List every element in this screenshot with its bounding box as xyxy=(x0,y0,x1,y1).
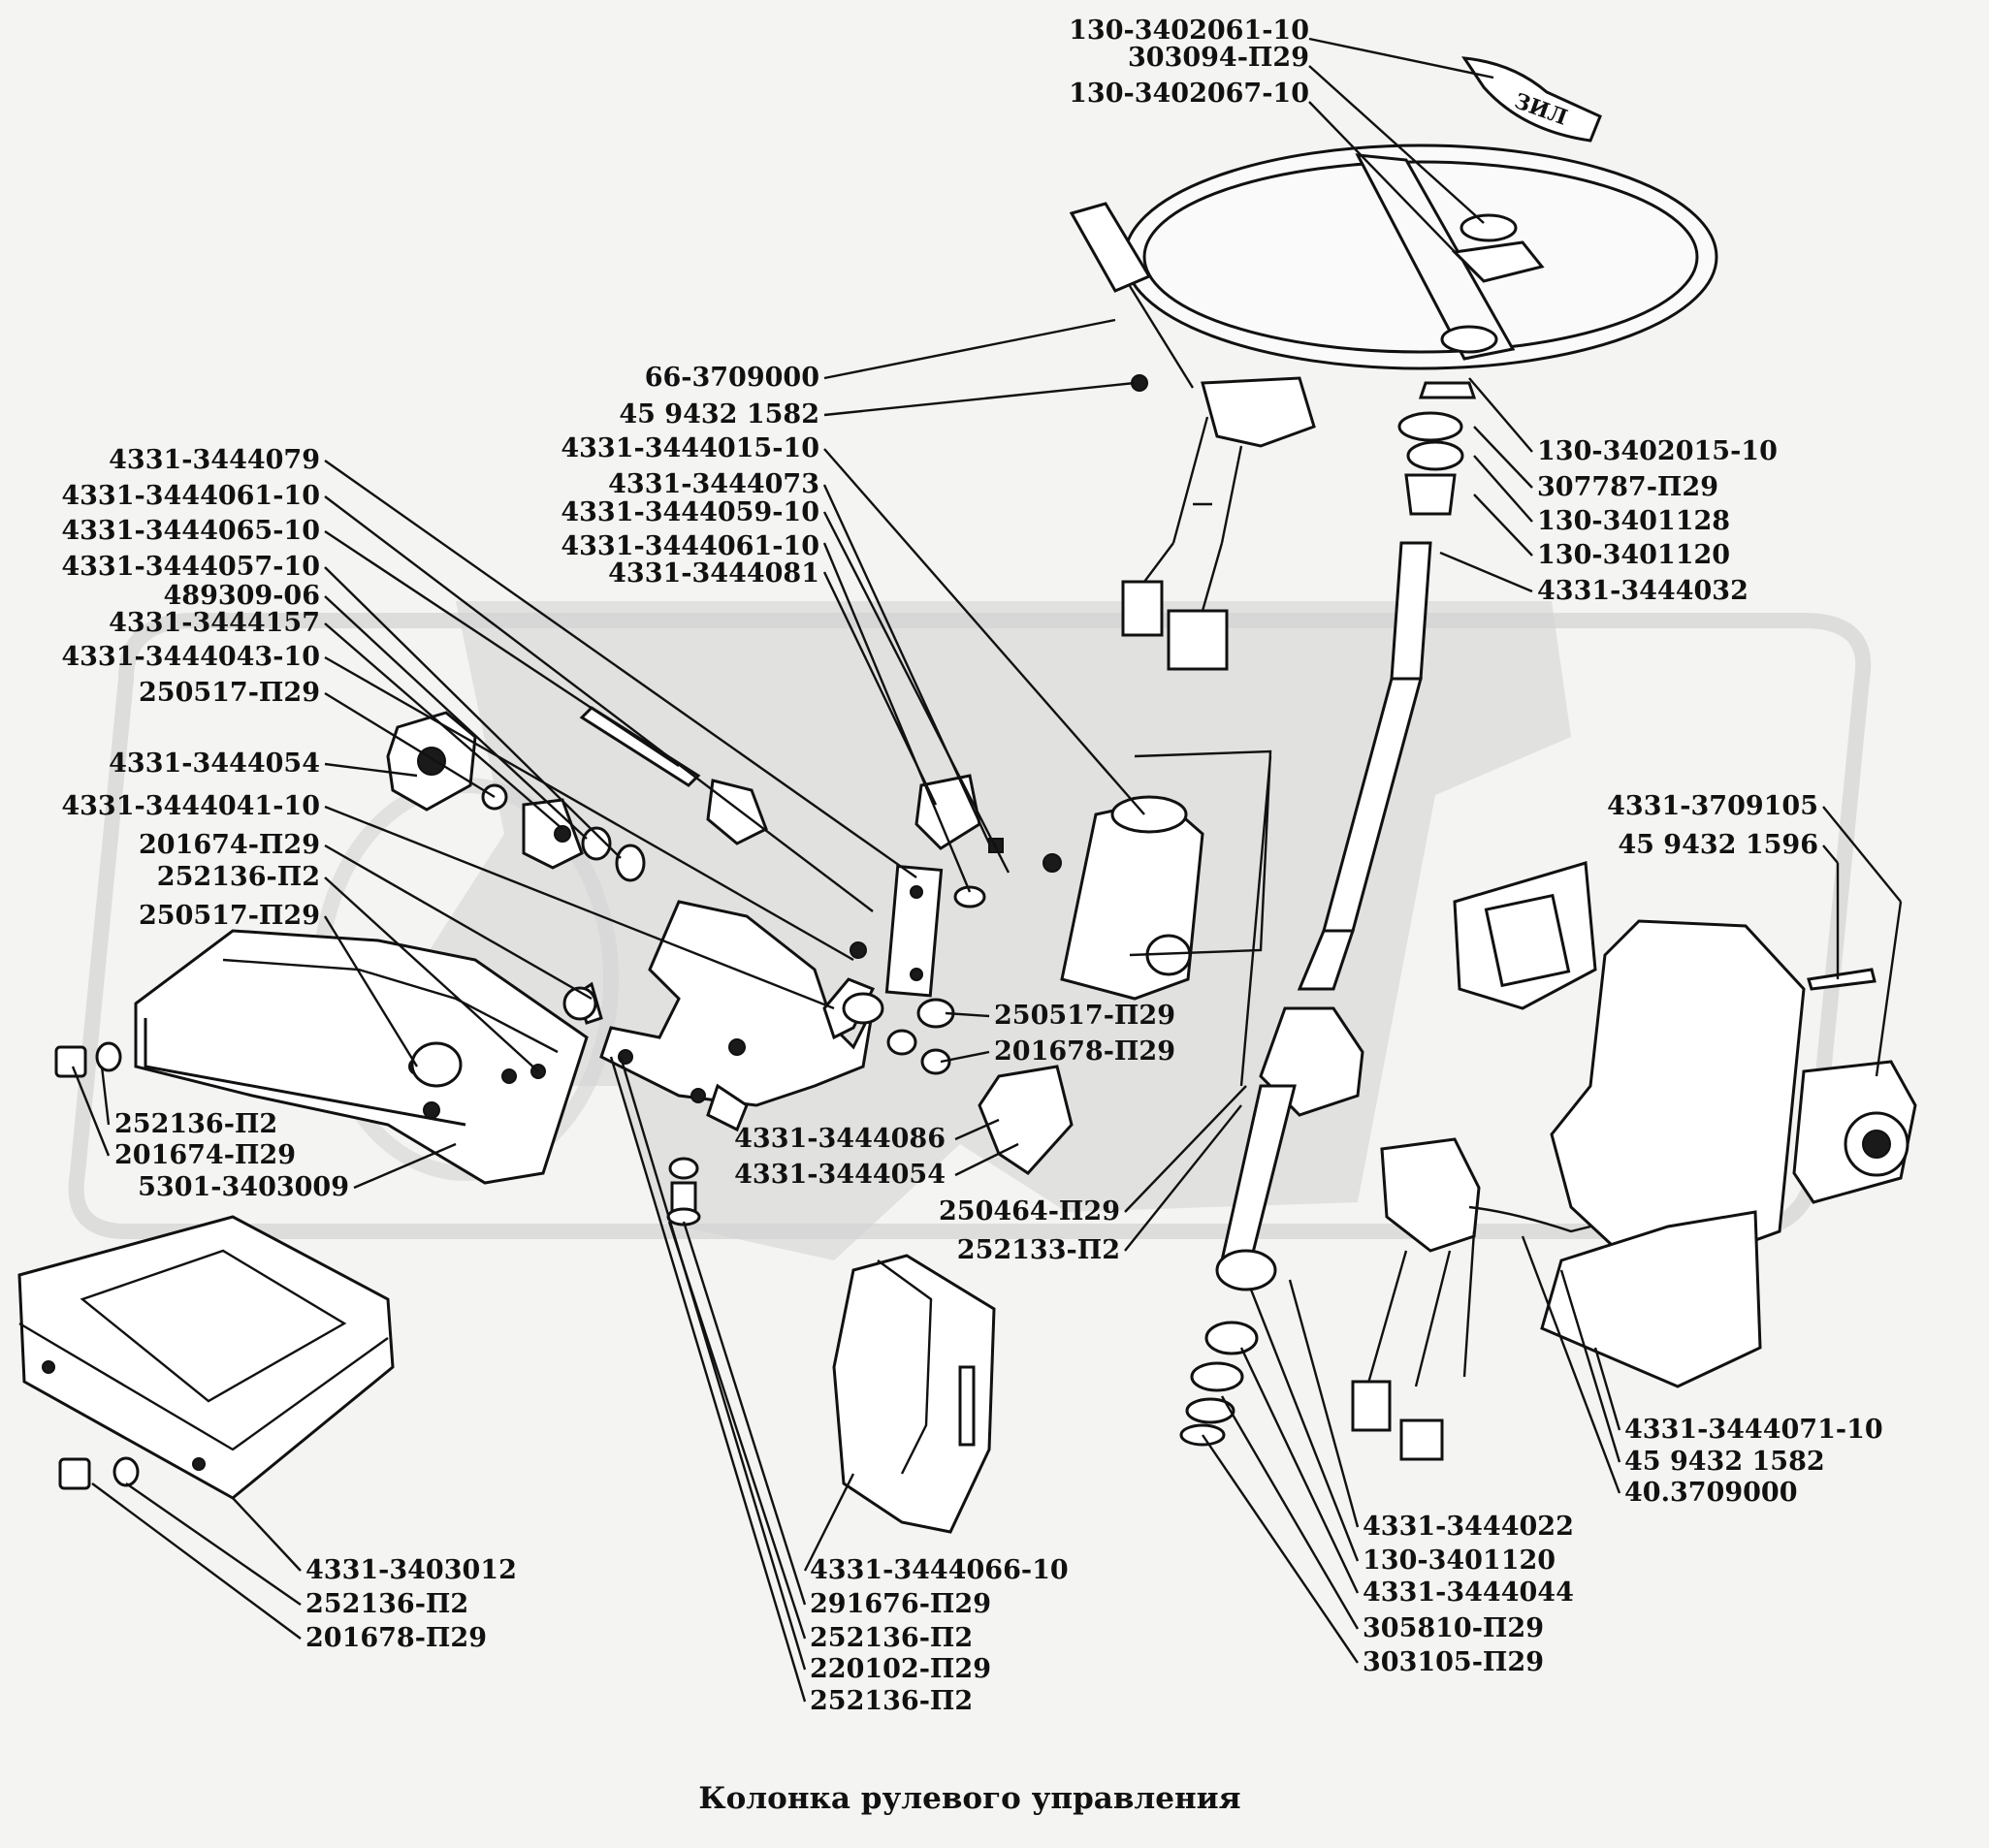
right-shroud xyxy=(1453,861,1917,1388)
label-4331-3444044: 4331-3444044 xyxy=(1363,1577,1574,1608)
label-307787-p29: 307787-П29 xyxy=(1537,472,1718,502)
label-4331-3444057-10: 4331-3444057-10 xyxy=(61,552,320,582)
label-252133-p2: 252133-П2 xyxy=(957,1235,1120,1265)
label-4331-3403012: 4331-3403012 xyxy=(305,1555,517,1585)
label-220102-p29: 220102-П29 xyxy=(810,1654,991,1684)
label-4331-3444066-10: 4331-3444066-10 xyxy=(810,1555,1069,1585)
bolts-left xyxy=(54,1041,140,1490)
label-130-3401120-a: 130-3401120 xyxy=(1537,540,1730,570)
label-4331-3444073: 4331-3444073 xyxy=(608,469,819,499)
label-4331-3444065-10: 4331-3444065-10 xyxy=(61,516,320,546)
label-250517-p29-b: 250517-П29 xyxy=(139,901,320,931)
label-4331-3444041-10: 4331-3444041-10 xyxy=(61,791,320,821)
steering-shaft xyxy=(1297,411,1464,991)
label-4331-3444061-10-b: 4331-3444061-10 xyxy=(61,481,320,511)
label-252136-p2-b: 252136-П2 xyxy=(114,1109,277,1139)
label-201678-p29-b: 201678-П29 xyxy=(305,1623,487,1653)
label-250464-p29: 250464-П29 xyxy=(939,1196,1120,1227)
label-45-9432-1582-b: 45 9432 1582 xyxy=(1624,1447,1825,1477)
label-4331-3444059-10: 4331-3444059-10 xyxy=(561,497,819,527)
label-130-3402061-10: 130-3402061-10 xyxy=(1069,16,1309,46)
lower-cover xyxy=(832,1254,996,1534)
label-4331-3444079: 4331-3444079 xyxy=(109,445,320,475)
label-201674-p29-a: 201674-П29 xyxy=(139,830,320,860)
diagram-title: Колонка рулевого управления xyxy=(698,1781,1240,1816)
label-252136-p2-d: 252136-П2 xyxy=(810,1686,973,1716)
label-4331-3444054-a: 4331-3444054 xyxy=(109,749,320,779)
label-303094-p29: 303094-П29 xyxy=(1128,43,1309,73)
label-4331-3444032: 4331-3444032 xyxy=(1537,576,1748,606)
label-4331-3444022: 4331-3444022 xyxy=(1363,1512,1574,1542)
label-4331-3444061-10-a: 4331-3444061-10 xyxy=(561,531,819,561)
leader-lines xyxy=(71,37,1903,1703)
label-45-9432-1582-a: 45 9432 1582 xyxy=(619,399,819,430)
part-labels: 130-3402061-10 303094-П29 130-3402067-10… xyxy=(61,16,1882,1716)
label-250517-p29-a: 250517-П29 xyxy=(139,678,320,708)
label-252136-p2-e: 252136-П2 xyxy=(305,1589,468,1619)
knob-upper xyxy=(386,706,768,882)
label-5301-3403009: 5301-3403009 xyxy=(138,1172,349,1202)
label-130-3401120-b: 130-3401120 xyxy=(1363,1545,1556,1576)
right-switch xyxy=(1351,1137,1611,1461)
label-305810-p29: 305810-П29 xyxy=(1363,1613,1544,1643)
label-130-3402015-10: 130-3402015-10 xyxy=(1537,436,1778,466)
label-66-3709000: 66-3709000 xyxy=(645,363,819,393)
label-4331-3709105: 4331-3709105 xyxy=(1607,791,1818,821)
label-40-3709000: 40.3709000 xyxy=(1624,1478,1797,1508)
label-201678-p29-a: 201678-П29 xyxy=(994,1036,1175,1067)
label-4331-3444157: 4331-3444157 xyxy=(109,608,320,638)
label-4331-3444086: 4331-3444086 xyxy=(734,1124,946,1154)
central-bracket xyxy=(599,864,944,1132)
label-4331-3444043-10: 4331-3444043-10 xyxy=(61,642,320,672)
label-250517-p29-c: 250517-П29 xyxy=(994,1001,1175,1031)
label-252136-p2-a: 252136-П2 xyxy=(157,862,320,892)
label-4331-3444071-10: 4331-3444071-10 xyxy=(1624,1415,1883,1445)
label-201674-p29-b: 201674-П29 xyxy=(114,1140,296,1170)
label-4331-3444015-10: 4331-3444015-10 xyxy=(561,433,819,463)
bracket-housing xyxy=(1060,749,1272,1087)
label-4331-3444054-b: 4331-3444054 xyxy=(734,1160,946,1190)
label-130-3401128: 130-3401128 xyxy=(1537,506,1730,536)
label-45-9432-1596: 45 9432 1596 xyxy=(1618,830,1818,860)
column-panel xyxy=(134,929,589,1185)
label-130-3402067-10: 130-3402067-10 xyxy=(1069,79,1309,109)
label-291676-p29: 291676-П29 xyxy=(810,1589,991,1619)
label-4331-3444081: 4331-3444081 xyxy=(608,558,819,589)
steering-wheel: ЗИЛ xyxy=(1123,56,1718,399)
column-tube xyxy=(1179,1006,1364,1447)
turn-signal-switch xyxy=(1069,202,1316,671)
label-489309-06: 489309-06 xyxy=(164,581,321,611)
cover-frame xyxy=(17,1215,395,1500)
label-252136-p2-c: 252136-П2 xyxy=(810,1623,973,1653)
label-303105-p29: 303105-П29 xyxy=(1363,1647,1544,1677)
